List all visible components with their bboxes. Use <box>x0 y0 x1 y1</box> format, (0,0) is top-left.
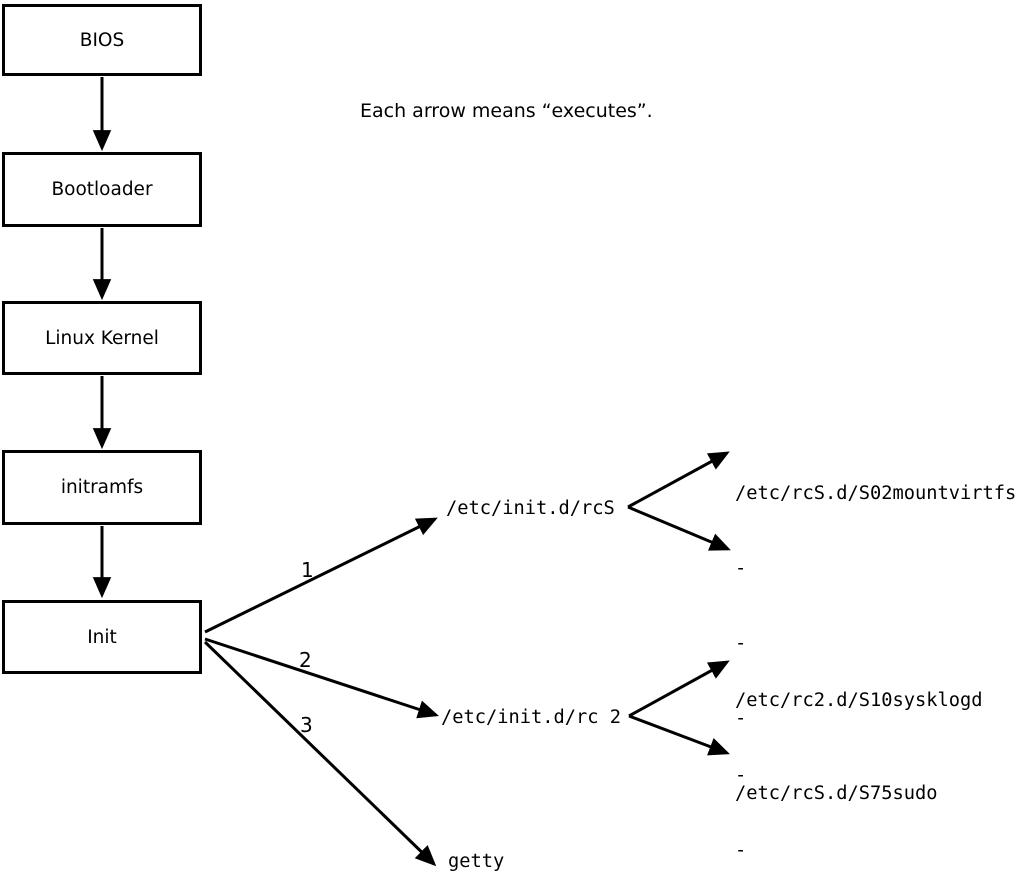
node-box-bootloader: Bootloader <box>2 152 202 227</box>
script-list-line: - <box>735 633 747 654</box>
script-list-line: /etc/rcS.d/S02mountvirtfs <box>735 483 1017 504</box>
script-list-line: /etc/rc2.d/S10sysklogd <box>735 690 983 711</box>
script-list-rc2: /etc/rc2.d/S10sysklogd - - - /etc/rc2.d/… <box>735 638 983 875</box>
arrow-rc2-fan-bottom <box>628 714 730 756</box>
branch-number-3: 3 <box>300 713 313 737</box>
script-list-line: - <box>735 708 747 729</box>
script-list-line: - <box>735 840 747 861</box>
node-box-linux-kernel: Linux Kernel <box>2 301 202 375</box>
script-list-line: /etc/rcS.d/S75sudo <box>735 783 938 804</box>
node-label-linux-kernel: Linux Kernel <box>45 327 159 349</box>
node-path-rcs: /etc/init.d/rcS <box>446 498 615 519</box>
arrow-rcs-fan-top <box>627 451 730 509</box>
node-label-bios: BIOS <box>79 29 125 51</box>
arrow-init-to-rc2 <box>204 637 439 719</box>
script-list-line: - <box>735 765 747 786</box>
script-list-line: - <box>735 558 747 579</box>
arrow-rcs-fan-bottom <box>627 505 731 551</box>
node-path-rc2: /etc/init.d/rc 2 <box>441 707 622 728</box>
node-box-init: Init <box>2 600 202 674</box>
arrow-rc2-fan-top <box>628 660 730 718</box>
note-arrow-meaning: Each arrow means “executes”. <box>360 100 653 122</box>
script-list-rcs: /etc/rcS.d/S02mountvirtfs - - - /etc/rcS… <box>735 431 1016 856</box>
node-path-getty: getty <box>448 851 505 872</box>
node-box-initramfs: initramfs <box>2 450 202 525</box>
branch-number-2: 2 <box>299 648 312 672</box>
node-label-bootloader: Bootloader <box>51 179 153 200</box>
arrow-init-to-getty <box>203 640 437 867</box>
arrow-init-to-rcs <box>204 517 438 634</box>
node-label-initramfs: initramfs <box>60 477 144 498</box>
branch-number-1: 1 <box>301 558 314 582</box>
node-box-bios: BIOS <box>2 4 202 76</box>
node-label-init: Init <box>87 626 117 648</box>
